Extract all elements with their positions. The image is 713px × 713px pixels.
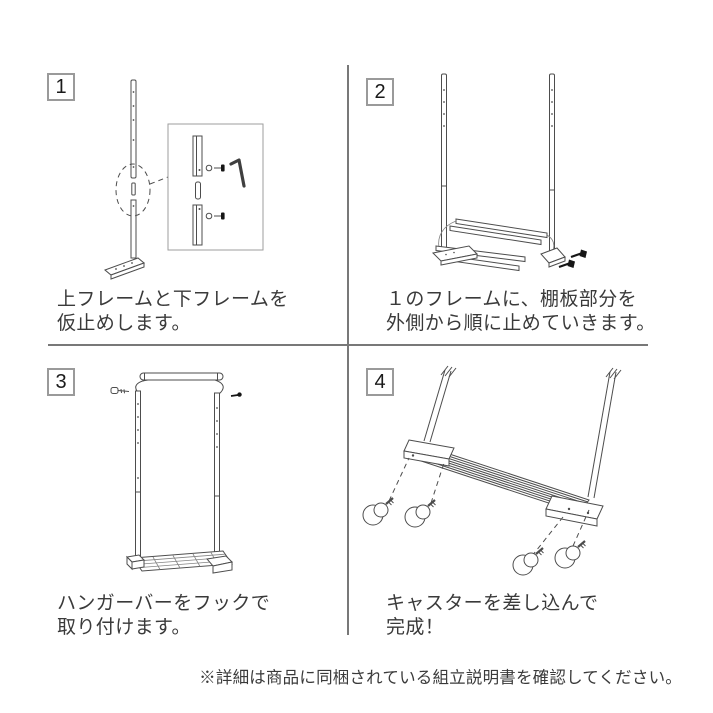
screw-icon [110,387,130,394]
caster-icon [362,497,394,526]
step4-illustration [362,365,622,576]
shelf-slat-icon [449,218,548,246]
connector-dowel-icon [131,182,136,196]
right-frame-pole-icon [587,367,622,499]
hex-wrench-icon [229,158,246,188]
lower-frame-pole-icon [130,199,137,259]
horizontal-divider [48,344,648,346]
insertion-guide-line [572,509,590,547]
screw-icon [230,392,242,397]
base-foot-icon [125,554,146,571]
step-caption: １のフレームに、棚板部分を 外側から順に止めていきます。 [386,289,656,334]
washer-icon [205,212,213,220]
step-caption: 上フレームと下フレームを 仮止めします。 [57,289,289,334]
zoom-ellipse-icon [115,163,151,217]
step-number-box: 3 [47,368,75,396]
vertical-divider [347,65,349,635]
base-foot-icon [206,555,234,574]
washer-icon [205,164,213,172]
hanger-bar-icon [139,372,224,381]
footnote: ※詳細は商品に同梱されている組立説明書を確認してください。 [199,669,682,687]
base-foot-icon [403,439,455,467]
step-number: 2 [374,80,386,103]
zoom-pointer-line [149,176,169,185]
base-foot-icon [431,245,479,266]
step-caption: ハンガーバーをフックで 取り付けます。 [57,593,271,638]
insertion-guide-line [388,457,410,502]
base-foot-icon [540,247,566,268]
upper-frame-pole-icon [130,79,137,179]
screw-icon [558,259,575,269]
step-number: 3 [55,370,67,393]
base-foot-icon [104,257,145,280]
base-foot-icon [545,495,604,527]
step-number: 1 [55,75,67,98]
bolt-icon [221,164,225,172]
step-number-box: 1 [47,73,75,101]
right-frame-pole-icon [214,392,220,564]
guide-curve [438,220,457,249]
caster-icon [404,499,436,528]
step-number: 4 [374,370,386,393]
step-caption: キャスターを差し込んで 完成！ [386,593,599,638]
hook-icon [135,379,149,392]
step1-illustration [104,79,264,280]
caster-icon [512,547,544,576]
step2-illustration [431,73,587,272]
insertion-guide-line [430,462,445,504]
screw-icon [570,249,587,259]
bolt-icon [221,212,225,220]
detail-inset-box [167,123,264,251]
caster-icon [554,540,586,569]
left-frame-pole-icon [135,390,141,560]
left-frame-pole-icon [441,73,447,251]
left-frame-pole-icon [423,365,457,443]
right-frame-pole-icon [549,73,555,255]
step3-illustration [110,372,242,574]
hook-icon [214,379,224,395]
step-number-box: 2 [366,78,394,106]
step-number-box: 4 [366,368,394,396]
